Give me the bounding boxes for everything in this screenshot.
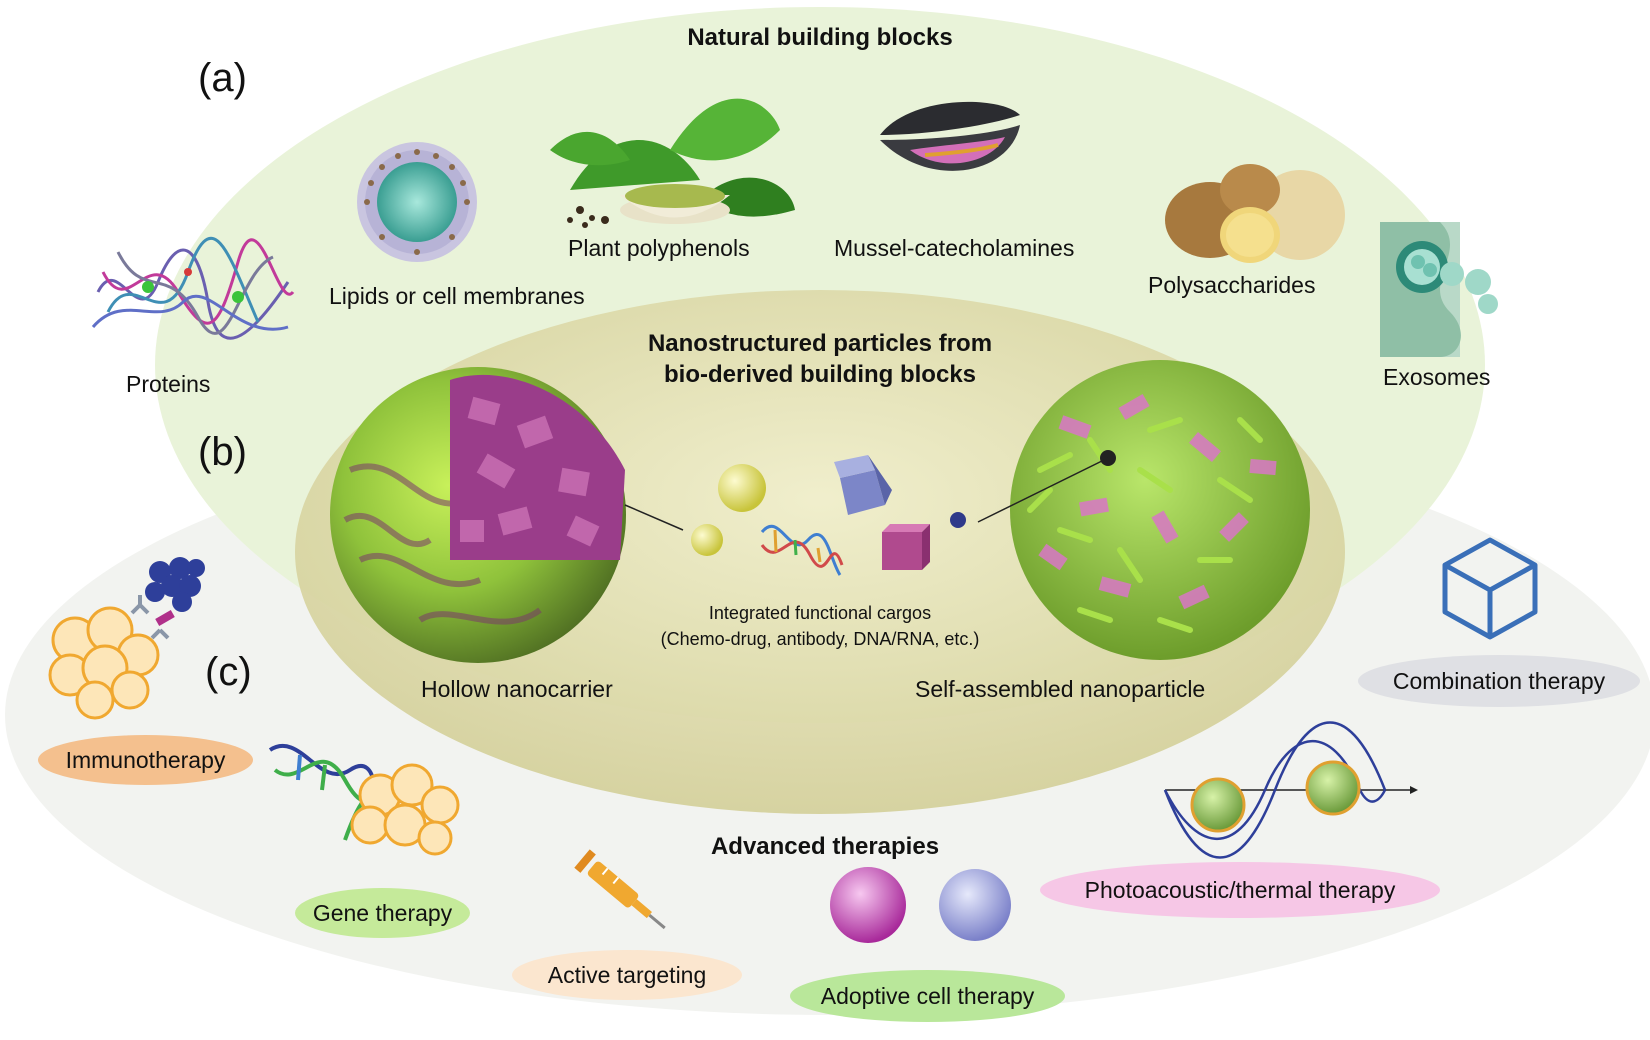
gene-cell-cluster-icon — [350, 763, 460, 856]
potato-starch-icon — [1165, 164, 1345, 263]
label-mussel: Mussel-catecholamines — [834, 235, 1075, 261]
lipid-vesicle-icon — [357, 142, 477, 262]
protein-structure-icon — [91, 236, 295, 340]
blue-cell-icon — [939, 869, 1011, 941]
tea-leaves-icon — [550, 98, 795, 228]
drug-sphere-large-icon — [718, 464, 766, 512]
nanostructured-title-line1: Nanostructured particles from — [647, 330, 993, 357]
pink-cell-icon — [830, 867, 906, 943]
panel-label-c: (c) — [205, 650, 252, 694]
label-adoptive-cell-therapy: Adoptive cell therapy — [820, 982, 1035, 1009]
label-hollow-nanocarrier: Hollow nanocarrier — [421, 676, 613, 702]
panel-label-b: (b) — [198, 430, 247, 474]
photoacoustic-wave-icon — [1163, 721, 1418, 859]
advanced-therapies-title: Advanced therapies — [710, 833, 940, 860]
drug-sphere-small-icon — [691, 524, 723, 556]
mussel-shell-icon — [880, 101, 1020, 171]
pill-gene-therapy: Gene therapy — [295, 888, 470, 938]
self-assembled-nanoparticle-icon — [977, 360, 1310, 660]
label-plant-polyphenols: Plant polyphenols — [568, 235, 750, 261]
label-self-assembled: Self-assembled nanoparticle — [915, 676, 1206, 702]
pill-adoptive-cell-therapy: Adoptive cell therapy — [790, 970, 1065, 1022]
cargo-label-line1: Integrated functional cargos — [708, 603, 932, 623]
natural-building-blocks-title: Natural building blocks — [687, 24, 953, 51]
cargo-items — [691, 455, 966, 576]
cargo-label-line2: (Chemo-drug, antibody, DNA/RNA, etc.) — [660, 629, 980, 649]
label-active-targeting: Active targeting — [547, 961, 707, 988]
immune-cell-cluster-icon — [48, 606, 160, 720]
pill-combination-therapy: Combination therapy — [1358, 655, 1640, 707]
label-combination-therapy: Combination therapy — [1392, 667, 1606, 694]
label-gene-therapy: Gene therapy — [312, 899, 453, 926]
panel-label-a: (a) — [198, 56, 247, 100]
label-immunotherapy: Immunotherapy — [65, 746, 226, 773]
dna-helix-icon — [760, 524, 844, 576]
label-exosomes: Exosomes — [1383, 364, 1491, 390]
nano-dot-icon — [950, 512, 966, 528]
exosome-icon — [1380, 222, 1498, 357]
pill-immunotherapy: Immunotherapy — [38, 735, 253, 785]
pill-active-targeting: Active targeting — [512, 950, 742, 1000]
syringe-icon — [574, 849, 666, 930]
cube-pink-icon — [882, 524, 930, 570]
antibody-icon — [145, 557, 205, 612]
combination-cube-icon — [1442, 537, 1538, 640]
label-photoacoustic-thermal: Photoacoustic/thermal therapy — [1084, 876, 1396, 903]
label-proteins: Proteins — [126, 371, 211, 397]
label-lipids: Lipids or cell membranes — [329, 283, 585, 309]
pill-photoacoustic-thermal: Photoacoustic/thermal therapy — [1040, 862, 1440, 918]
label-polysaccharides: Polysaccharides — [1148, 272, 1316, 298]
nanostructured-title-line2: bio-derived building blocks — [663, 361, 977, 388]
hollow-nanocarrier-icon — [330, 367, 684, 663]
cube-blue-icon — [834, 455, 892, 515]
